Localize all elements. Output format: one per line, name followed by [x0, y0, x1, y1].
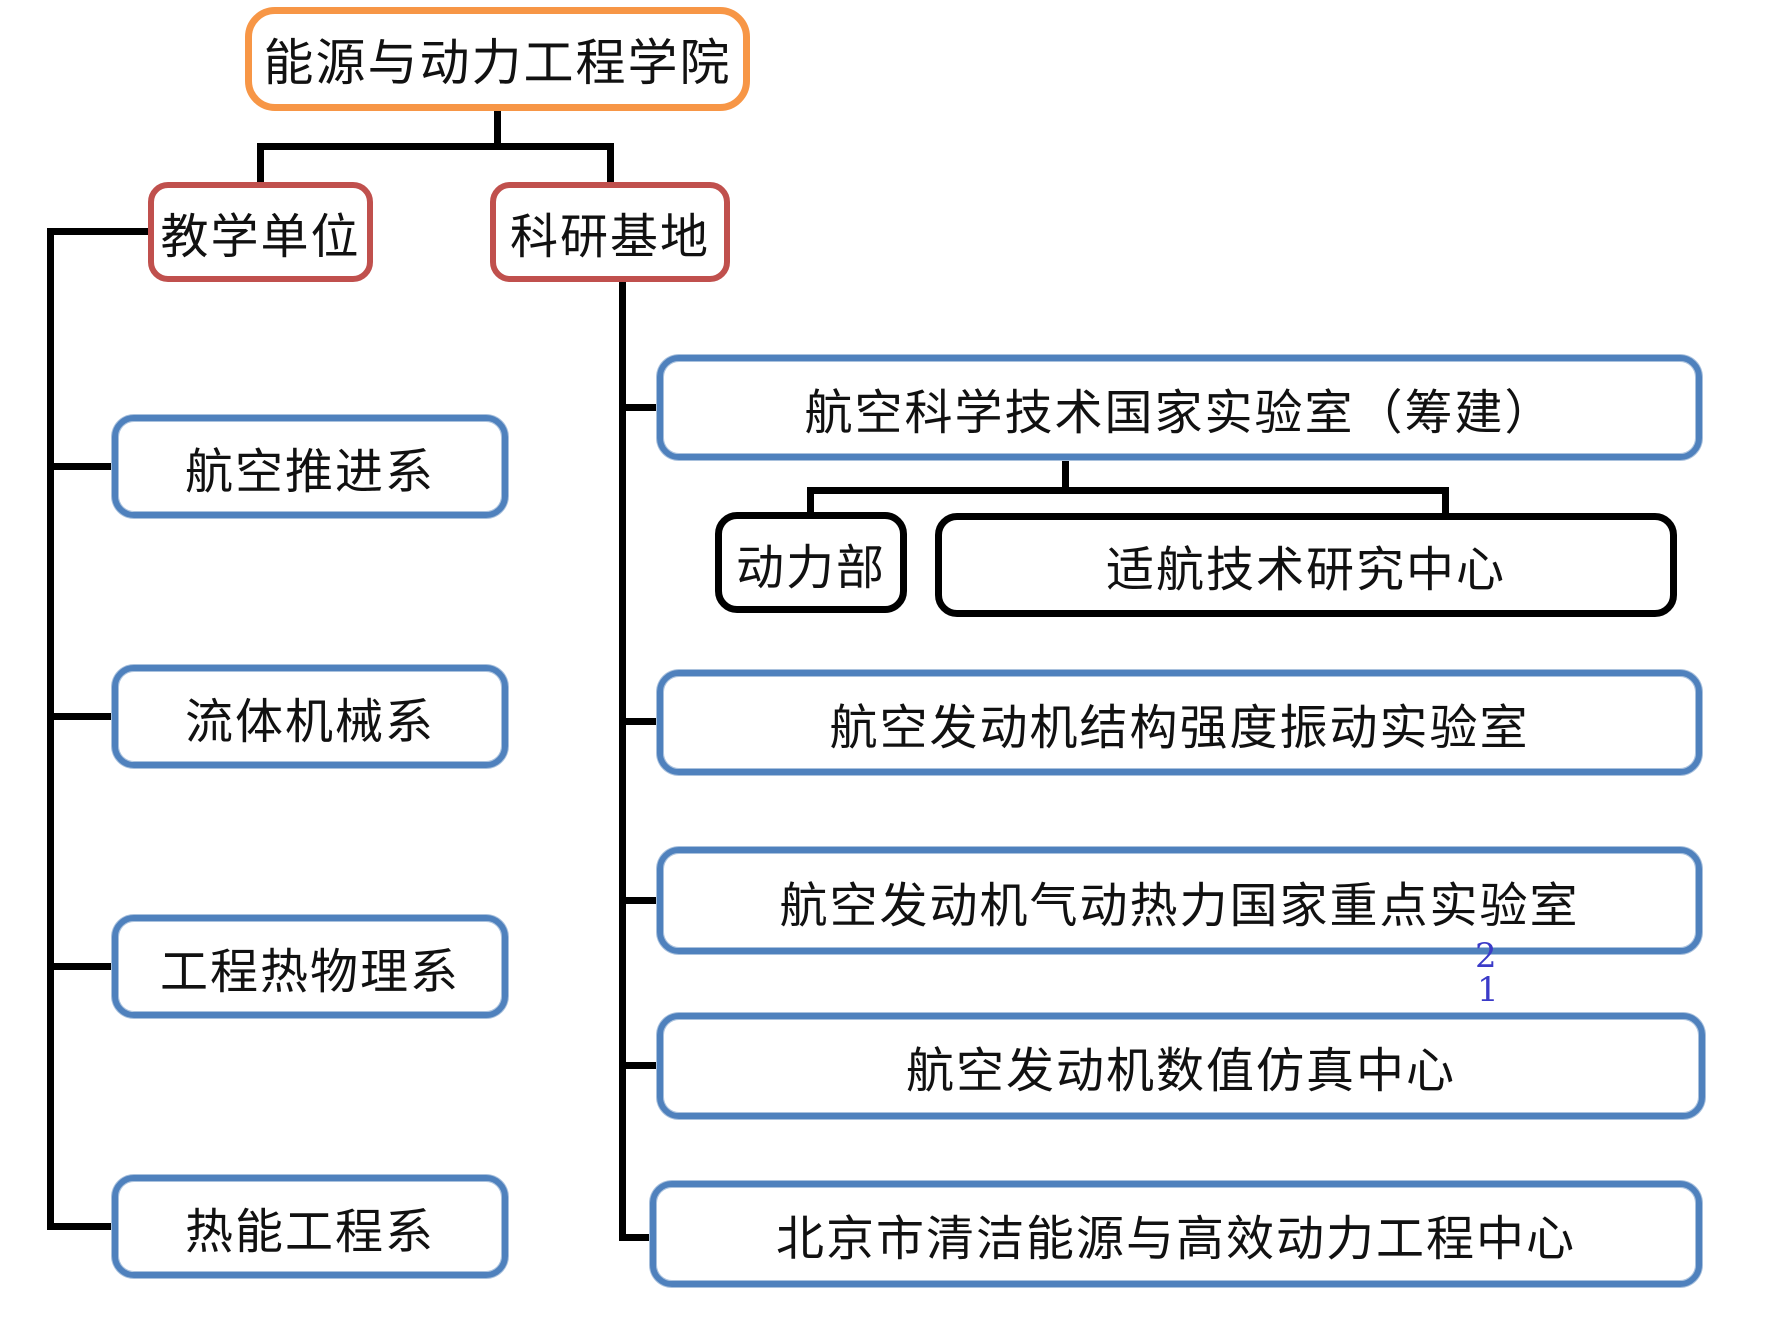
stub-lab2: [619, 718, 657, 725]
node-lab1-label: 航空科学技术国家实验室（筹建）: [804, 384, 1555, 441]
stub-lab1: [619, 404, 657, 411]
stub-dept4: [47, 1223, 112, 1230]
connector-teaching-drop: [257, 143, 264, 182]
connector-root-down: [494, 111, 501, 150]
node-lab1a-label: 动力部: [735, 539, 886, 596]
research-trunk: [619, 282, 626, 1241]
teaching-trunk: [47, 228, 54, 1230]
stub-lab5: [619, 1234, 657, 1241]
page-number-bottom: 1: [1477, 970, 1499, 1010]
node-dept4: 热能工程系: [112, 1175, 508, 1278]
stub-dept2: [47, 713, 112, 720]
node-teaching: 教学单位: [148, 182, 373, 282]
node-lab5: 北京市清洁能源与高效动力工程中心: [650, 1181, 1702, 1287]
node-root: 能源与动力工程学院: [245, 7, 750, 111]
node-lab3-label: 航空发动机气动热力国家重点实验室: [779, 877, 1580, 934]
node-dept1-label: 航空推进系: [184, 443, 435, 500]
lab1b-drop: [1442, 487, 1449, 516]
node-lab3: 航空发动机气动热力国家重点实验室: [657, 847, 1702, 954]
node-lab1b: 适航技术研究中心: [935, 513, 1677, 617]
lab1-children-horizontal: [807, 487, 1449, 494]
lab1-down: [1062, 460, 1069, 494]
connector-research-drop: [607, 143, 614, 182]
node-lab2-label: 航空发动机结构强度振动实验室: [829, 699, 1530, 756]
node-root-label: 能源与动力工程学院: [263, 34, 732, 92]
stub-lab3: [619, 897, 657, 904]
node-lab2: 航空发动机结构强度振动实验室: [657, 670, 1702, 775]
stub-dept3: [47, 963, 112, 970]
node-dept2: 流体机械系: [112, 665, 508, 768]
node-lab1a: 动力部: [715, 512, 907, 613]
connector-level2-horizontal: [257, 143, 614, 150]
node-research-label: 科研基地: [509, 209, 710, 265]
node-dept1: 航空推进系: [112, 415, 508, 518]
node-dept4-label: 热能工程系: [184, 1203, 435, 1260]
node-lab4: 航空发动机数值仿真中心: [657, 1013, 1705, 1119]
node-lab5-label: 北京市清洁能源与高效动力工程中心: [775, 1211, 1576, 1267]
teaching-trunk-stub: [47, 228, 148, 235]
stub-lab4: [619, 1062, 657, 1069]
node-research: 科研基地: [490, 182, 730, 282]
node-lab1: 航空科学技术国家实验室（筹建）: [657, 355, 1702, 460]
stub-dept1: [47, 463, 112, 470]
node-dept2-label: 流体机械系: [184, 693, 435, 750]
node-dept3: 工程热物理系: [112, 915, 508, 1018]
lab1a-drop: [807, 487, 814, 515]
node-dept3-label: 工程热物理系: [159, 943, 460, 1000]
node-lab4-label: 航空发动机数值仿真中心: [905, 1043, 1456, 1099]
node-teaching-label: 教学单位: [160, 209, 361, 265]
page-number-top: 2: [1475, 936, 1497, 976]
node-lab1b-label: 适航技术研究中心: [1105, 542, 1506, 598]
